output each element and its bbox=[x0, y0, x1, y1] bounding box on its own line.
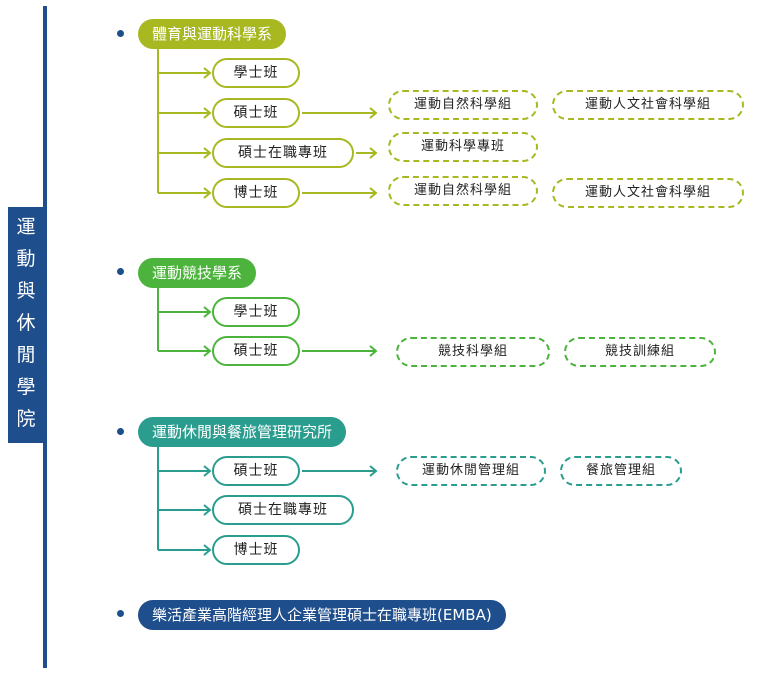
track-competitive-science[interactable]: 競技科學組 bbox=[396, 337, 550, 367]
program-inservice-master[interactable]: 碩士在職專班 bbox=[212, 138, 354, 168]
program-inservice-master[interactable]: 碩士在職專班 bbox=[212, 495, 354, 525]
track-natural-science[interactable]: 運動自然科學組 bbox=[388, 90, 538, 120]
track-humanities-social[interactable]: 運動人文社會科學組 bbox=[552, 90, 744, 120]
college-axis-line bbox=[43, 6, 47, 668]
program-bachelor[interactable]: 學士班 bbox=[212, 297, 300, 327]
program-master[interactable]: 碩士班 bbox=[212, 336, 300, 366]
bullet-dot bbox=[117, 268, 124, 275]
college-char: 動 bbox=[16, 248, 36, 270]
track-sports-leisure-management[interactable]: 運動休閒管理組 bbox=[396, 456, 546, 486]
track-hospitality-management[interactable]: 餐旅管理組 bbox=[560, 456, 682, 486]
college-char: 運 bbox=[16, 216, 36, 238]
college-char: 閒 bbox=[16, 344, 36, 366]
college-label: 運 動 與 休 閒 學 院 bbox=[8, 207, 44, 443]
program-master[interactable]: 碩士班 bbox=[212, 98, 300, 128]
college-char: 院 bbox=[16, 408, 36, 430]
dept-emba[interactable]: 樂活產業高階經理人企業管理碩士在職專班(EMBA) bbox=[138, 600, 506, 630]
program-phd[interactable]: 博士班 bbox=[212, 535, 300, 565]
college-char: 與 bbox=[16, 280, 36, 302]
program-bachelor[interactable]: 學士班 bbox=[212, 58, 300, 88]
track-sports-science-class[interactable]: 運動科學專班 bbox=[388, 132, 538, 162]
track-competitive-training[interactable]: 競技訓練組 bbox=[564, 337, 716, 367]
bullet-dot bbox=[117, 30, 124, 37]
track-humanities-social[interactable]: 運動人文社會科學組 bbox=[552, 178, 744, 208]
dept-athletic-performance[interactable]: 運動競技學系 bbox=[138, 258, 257, 288]
bullet-dot bbox=[117, 610, 124, 617]
dept-leisure-hospitality-institute[interactable]: 運動休閒與餐旅管理研究所 bbox=[138, 417, 347, 447]
program-master[interactable]: 碩士班 bbox=[212, 456, 300, 486]
dept-sports-science[interactable]: 體育與運動科學系 bbox=[138, 19, 287, 49]
program-phd[interactable]: 博士班 bbox=[212, 178, 300, 208]
college-char: 休 bbox=[16, 312, 36, 334]
track-natural-science[interactable]: 運動自然科學組 bbox=[388, 176, 538, 206]
bullet-dot bbox=[117, 428, 124, 435]
college-char: 學 bbox=[16, 376, 36, 398]
